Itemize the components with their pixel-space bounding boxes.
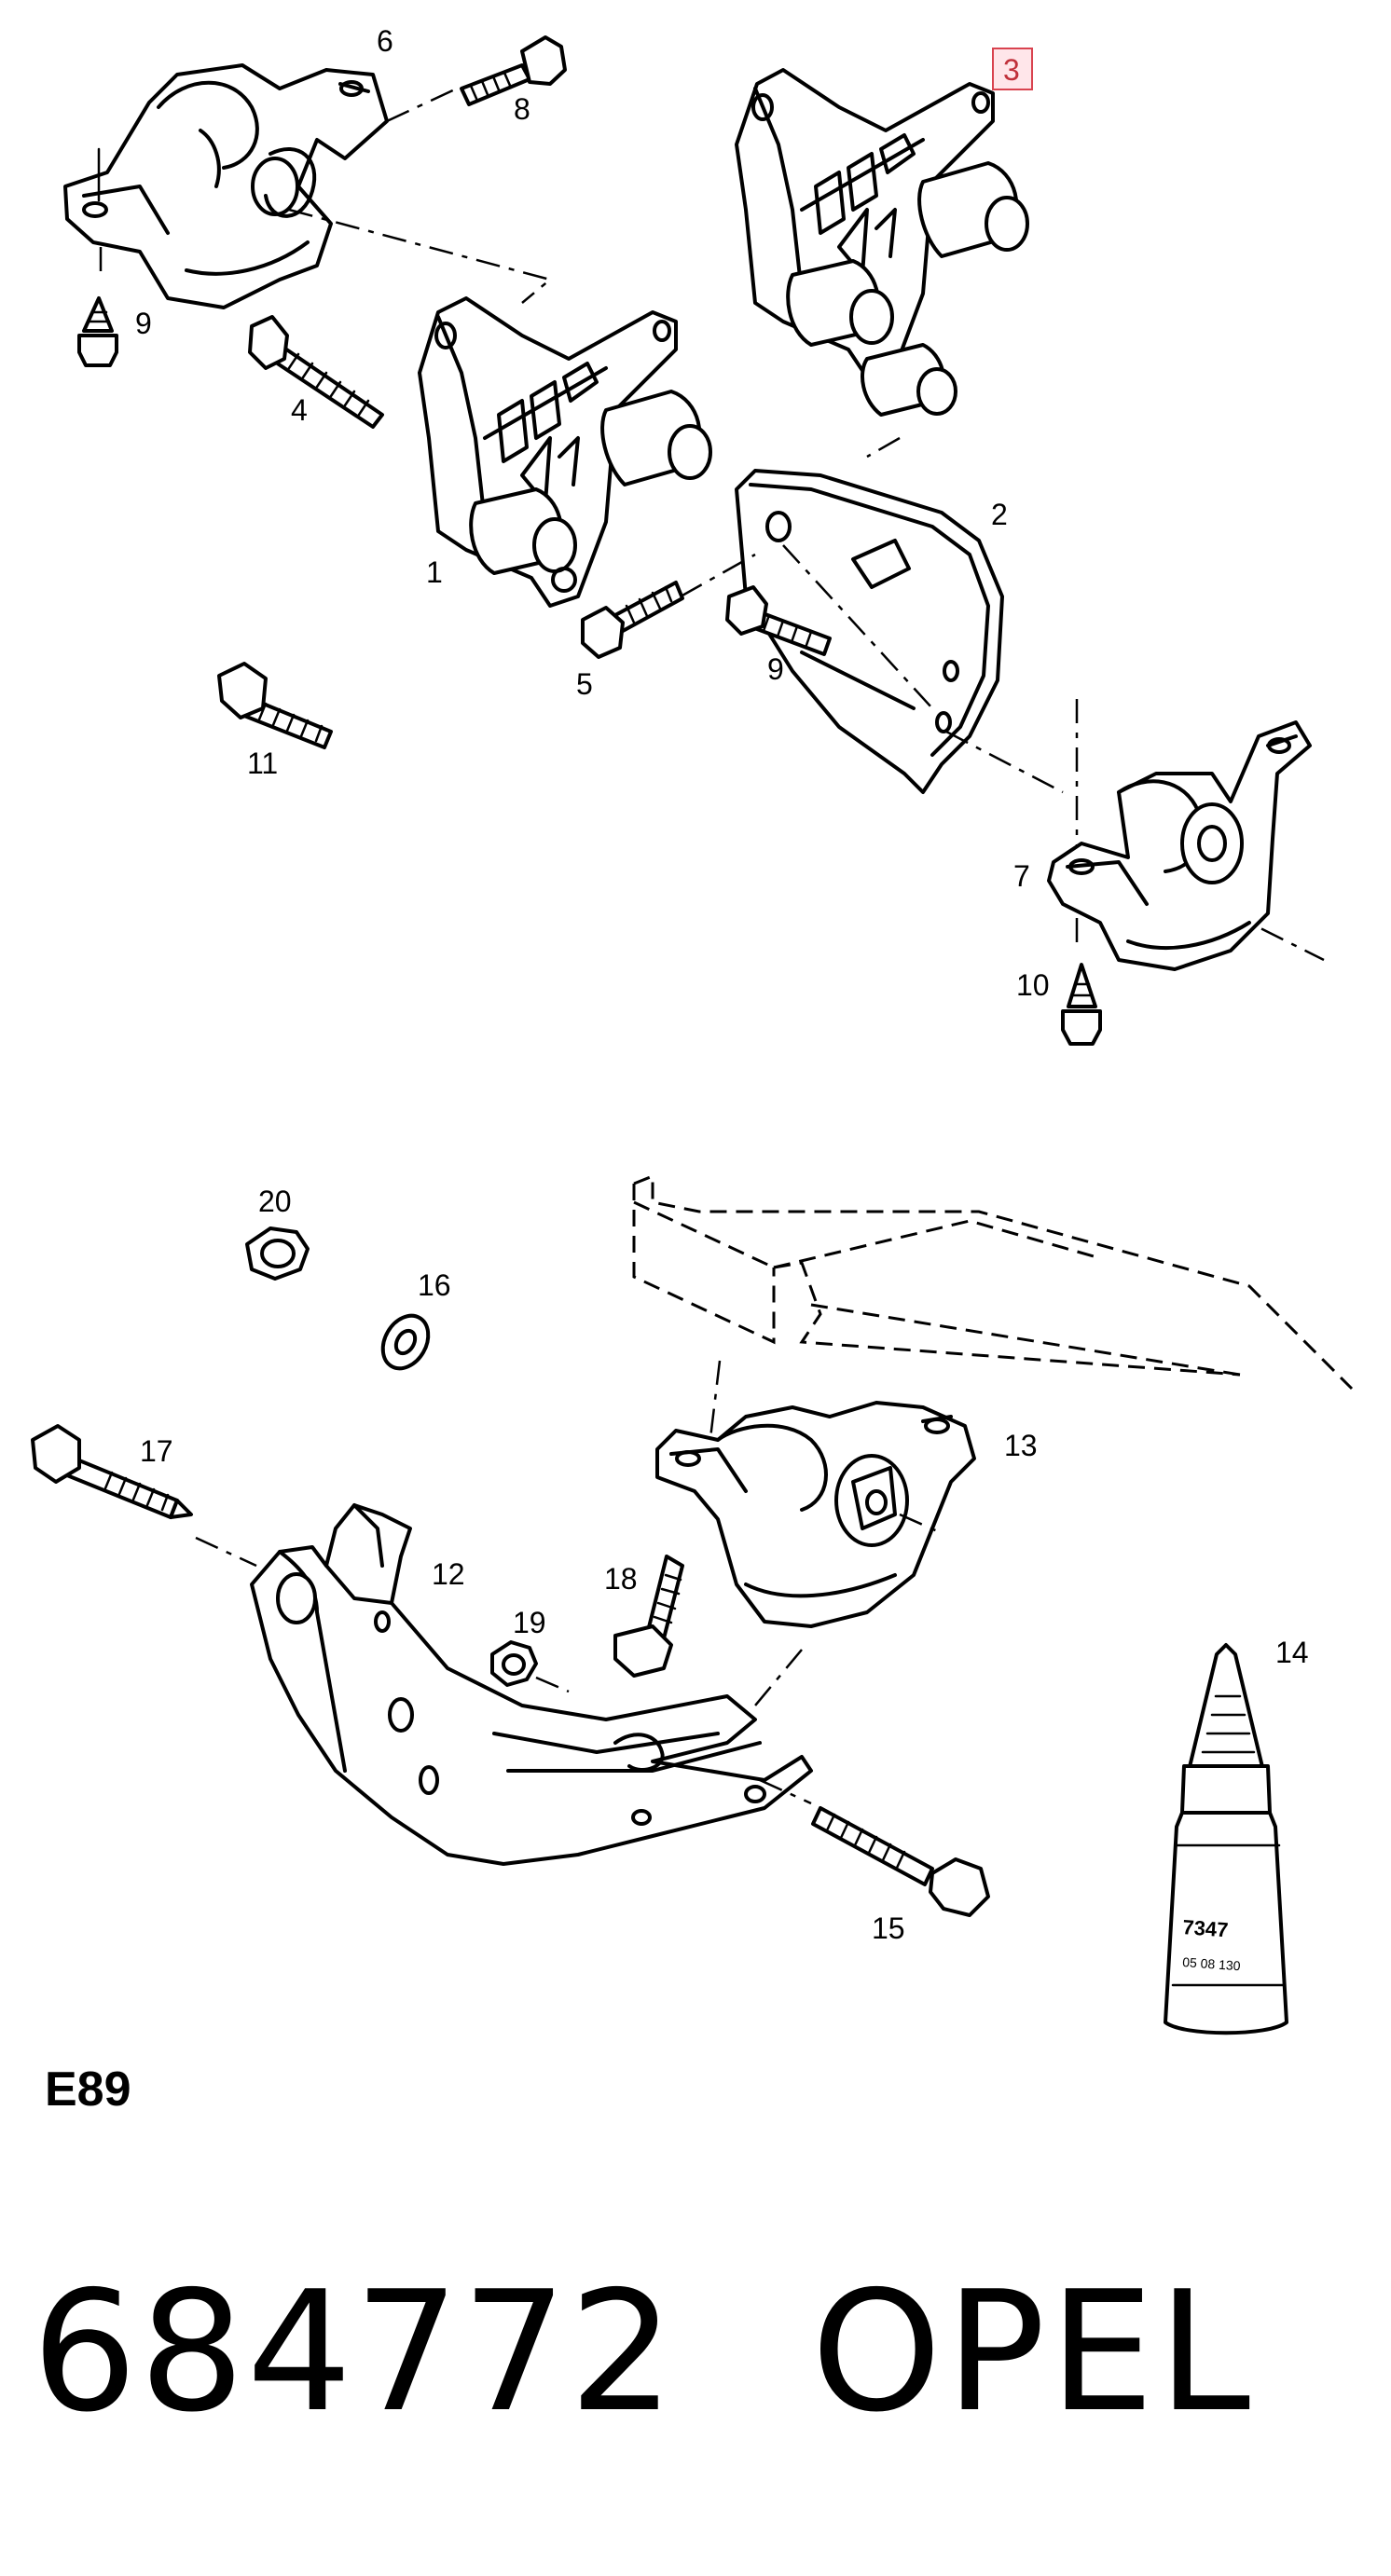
part-8-bolt [460, 35, 567, 106]
part-7-mount [1047, 720, 1312, 971]
part-6-mount-bracket [63, 63, 389, 309]
label-15: 15 [872, 1911, 905, 1945]
part-1-mount-bracket [418, 296, 712, 608]
bottle-code: 05 08 130 [1182, 1954, 1241, 1973]
part-2-plate [735, 469, 1004, 794]
part-18-screw [613, 1555, 684, 1678]
part-20-nut [245, 1226, 310, 1281]
part-16-washer [380, 1313, 431, 1371]
label-7: 7 [1013, 859, 1030, 893]
label-5: 5 [576, 667, 593, 701]
label-1: 1 [426, 555, 443, 589]
part-3-mount-bracket [735, 68, 1029, 417]
part-number: 684772 [32, 2255, 677, 2448]
label-3-highlight-box [992, 48, 1033, 90]
label-11: 11 [247, 747, 278, 780]
part-17-bolt [31, 1424, 193, 1519]
brand-name: OPEL [811, 2255, 1255, 2448]
part-5-screw [581, 581, 684, 659]
label-9-middle: 9 [767, 652, 784, 686]
part-4-bolt [248, 315, 384, 429]
label-12: 12 [432, 1557, 465, 1591]
label-8: 8 [514, 92, 530, 126]
label-9-upper: 9 [135, 307, 152, 340]
part-13-mount [655, 1401, 976, 1628]
label-2: 2 [991, 498, 1008, 531]
label-17: 17 [140, 1434, 173, 1468]
subframe-outline [632, 1173, 1354, 1391]
label-19: 19 [513, 1606, 546, 1639]
label-4: 4 [291, 393, 308, 427]
part-10-screw [1061, 963, 1102, 1046]
label-6: 6 [377, 24, 393, 58]
label-16: 16 [418, 1268, 451, 1302]
label-13: 13 [1004, 1429, 1038, 1462]
part-19-nut [490, 1640, 538, 1687]
part-11-bolt [217, 662, 333, 749]
label-14: 14 [1275, 1636, 1309, 1669]
bottle-number: 7347 [1182, 1915, 1230, 1941]
label-20: 20 [258, 1185, 292, 1218]
part-14-bottle: 7347 05 08 130 [1164, 1643, 1288, 2035]
part-9-bolt-middle [725, 585, 832, 656]
label-18: 18 [604, 1562, 638, 1596]
label-3: 3 [1003, 53, 1020, 87]
section-code: E89 [45, 2062, 131, 2117]
label-10: 10 [1016, 968, 1050, 1002]
part-9-screw-upper [77, 296, 118, 367]
part-15-bolt [811, 1806, 990, 1917]
part-12-bracket [250, 1503, 813, 1866]
